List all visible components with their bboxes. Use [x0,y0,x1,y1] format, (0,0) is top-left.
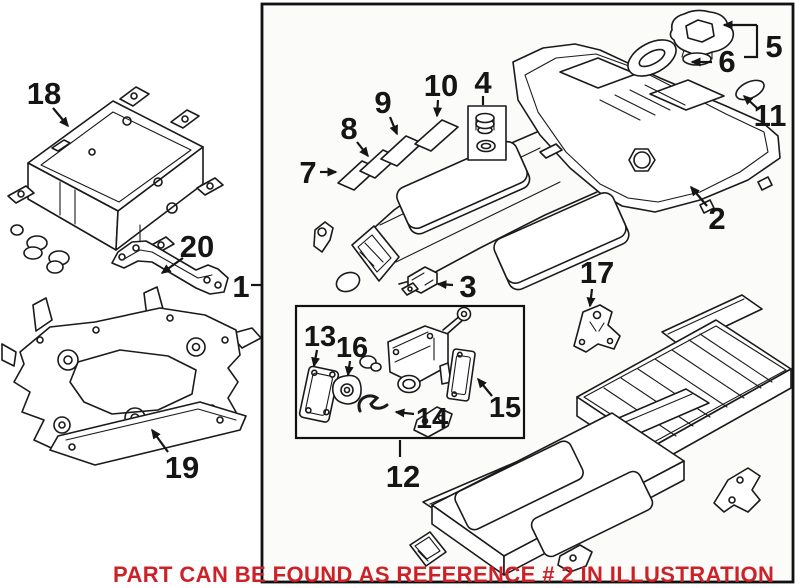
callout-2-arrow [690,185,708,207]
small-oval-gasket-drawing [335,271,361,293]
part-6-gasket-drawing [627,39,677,77]
part-19-mounting-frame-drawing [1,286,262,466]
callout-3: 3 [436,269,477,304]
sub-assembly-box-12 [294,304,526,440]
battery-assembly-drawing [409,294,792,576]
callout-1-label: 1 [232,269,249,304]
part-10-pad-drawing [414,119,459,152]
callout-7: 7 [299,155,338,190]
part-17-y-bracket-drawing [573,304,621,353]
callout-17: 17 [580,255,614,308]
callout-9: 9 [374,85,399,136]
callout-18-arrow [52,107,69,128]
callout-6-label: 6 [718,44,735,79]
part-14-clip-drawing [357,394,389,413]
callout-18-label: 18 [27,76,61,111]
callout-8-label: 8 [340,111,357,146]
callout-17-arrow [586,288,596,308]
callout-14-arrow [394,408,415,418]
callout-16-arrow [344,360,354,377]
callout-3-arrow [436,280,454,290]
callout-15-arrow [477,377,493,397]
callout-16: 16 [336,332,368,377]
bracket-assembly-drawing [387,306,472,394]
callout-19: 19 [151,428,199,485]
callout-2-label: 2 [708,201,725,236]
callout-17-label: 17 [580,255,614,290]
reference-note: PART CAN BE FOUND AS REFERENCE # 2 IN IL… [113,562,774,587]
callout-3-label: 3 [459,269,476,304]
callout-20-label: 20 [180,229,214,264]
part-16-grommet-drawing [331,374,362,405]
callout-16-label: 16 [336,332,368,364]
callout-19-arrow [151,428,169,453]
callout-13-label: 13 [304,321,336,353]
callout-5-bracket [744,25,759,59]
part-4-grommet-kit-drawing [467,105,507,161]
callout-10-arrow [433,99,443,118]
callout-11-label: 11 [754,98,787,133]
callout-14-label: 14 [416,403,448,435]
callout-11: 11 [742,94,787,133]
callout-14: 14 [394,403,448,435]
callout-5-label: 5 [765,29,782,64]
callout-19-label: 19 [165,450,199,485]
callout-11-arrow [742,94,758,109]
callout-4: 4 [474,65,492,105]
callout-9-label: 9 [374,85,391,120]
part-5-vent-cap-drawing [669,9,735,66]
callout-6: 6 [690,44,736,79]
callout-20: 20 [160,229,214,274]
callout-15: 15 [477,377,521,424]
callout-9-arrow [388,116,399,136]
callout-20-arrow [160,257,184,274]
callout-8-arrow [356,141,369,158]
callout-4-label: 4 [474,65,492,100]
callout-12: 12 [386,440,420,494]
callout-1: 1 [232,269,261,304]
callout-5: 5 [722,20,783,64]
callout-2: 2 [690,185,726,236]
callout-8: 8 [340,111,369,158]
callout-18: 18 [27,76,69,128]
callout-13-arrow [311,349,320,368]
small-plug-drawing [359,355,382,372]
part-2-battery-cover-drawing [351,43,781,291]
part-15-plate-drawing [446,348,476,402]
callout-15-label: 15 [489,392,521,424]
callout-10: 10 [424,68,458,118]
part-13-gasket-plate-drawing [298,365,340,423]
callout-13: 13 [304,321,336,368]
small-clip-drawing [313,221,334,253]
part-3-bracket-drawing [401,266,438,296]
callout-12-label: 12 [386,459,420,494]
part-18-control-module-drawing [7,86,224,274]
callout-7-label: 7 [299,155,316,190]
part-11-oval-cover-drawing [735,79,765,101]
callout-10-label: 10 [424,68,458,103]
